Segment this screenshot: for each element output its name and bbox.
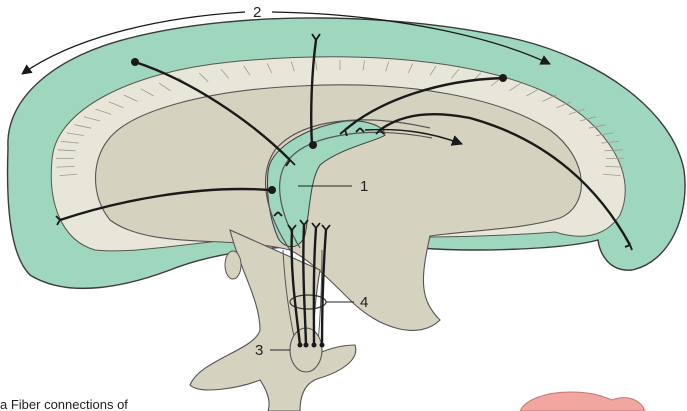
endpoint-dot [268,186,276,194]
endpoint-dot [499,74,507,82]
endpoint-dot [309,141,317,149]
label-3: 3 [255,342,263,359]
endpoint-dot [131,58,139,66]
endpoint-dot [304,343,309,348]
endpoint-dot [320,343,325,348]
label-1: 1 [360,178,368,195]
endpoint-dot [312,343,317,348]
label-2: 2 [253,4,261,21]
label-4: 4 [360,294,368,311]
stem-ovoid [225,251,241,279]
endpoint-dot [298,343,303,348]
figure-caption: a Fiber connections of [0,397,128,411]
pink-structure [520,392,645,411]
